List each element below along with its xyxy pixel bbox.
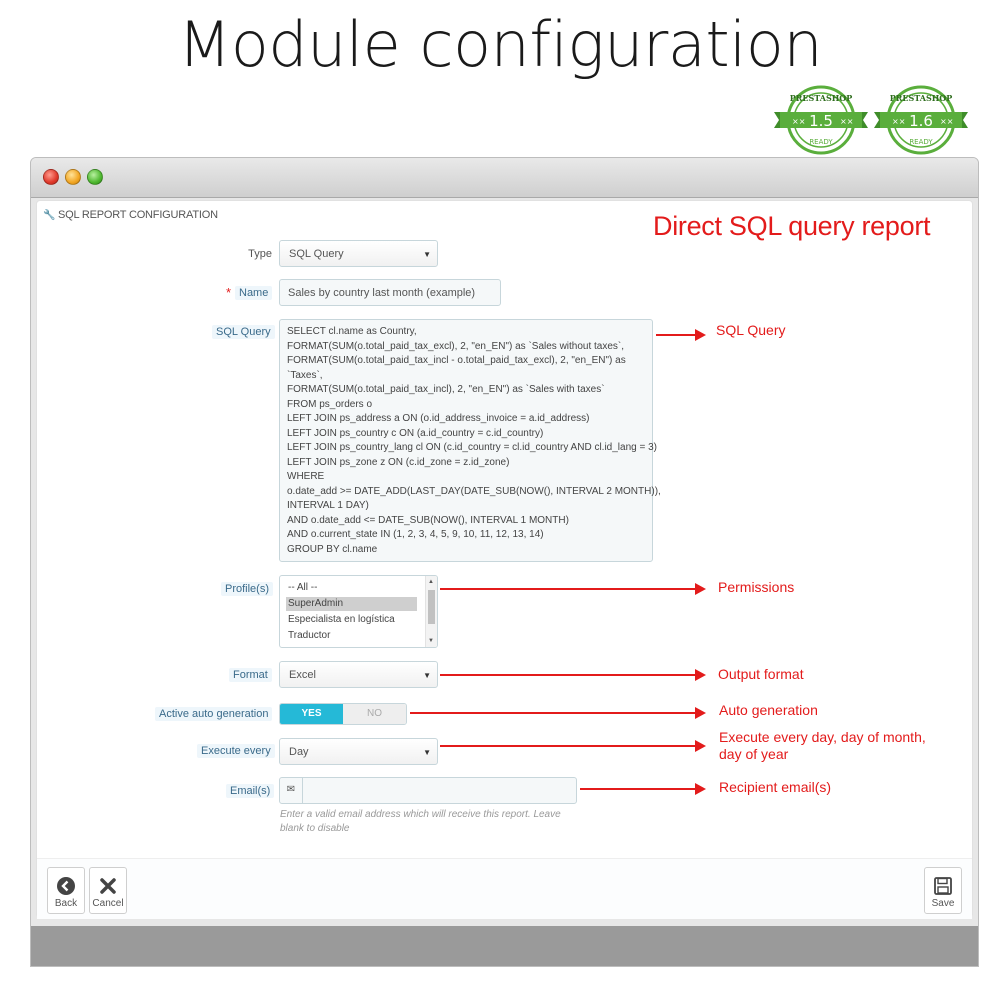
emails-input[interactable]: [302, 777, 577, 804]
execute-every-select[interactable]: Day ▼: [279, 738, 438, 765]
arrow-permissions: [440, 583, 706, 595]
annotation-output-format: Output format: [718, 666, 804, 682]
emails-help-text: Enter a valid email address which will r…: [280, 809, 561, 834]
annotation-execute-line1: Execute every day, day of month,: [719, 729, 926, 745]
save-button[interactable]: Save: [924, 867, 962, 914]
sql-line: `Taxes`,: [287, 369, 323, 381]
sql-query-textarea[interactable]: SELECT cl.name as Country, FORMAT(SUM(o.…: [279, 319, 661, 562]
back-button-label: Back: [54, 898, 78, 909]
switch-yes[interactable]: YES: [280, 704, 343, 724]
emails-label: Email(s): [226, 784, 275, 798]
arrow-recipients: [580, 783, 706, 795]
scroll-up-icon[interactable]: ▲: [428, 579, 434, 585]
back-button[interactable]: Back: [47, 867, 85, 914]
sql-line: o.date_add >= DATE_ADD(LAST_DAY(DATE_SUB…: [287, 485, 661, 497]
sql-line: LEFT JOIN ps_zone z ON (c.id_zone = z.id…: [287, 456, 510, 468]
window-titlebar: [31, 158, 978, 198]
format-label: Format: [229, 668, 272, 682]
svg-text:××: ××: [940, 117, 953, 126]
chevron-down-icon: ▼: [423, 671, 431, 680]
name-label: Name: [235, 286, 273, 300]
type-select[interactable]: SQL Query ▼: [279, 240, 438, 267]
profile-option[interactable]: -- All --: [288, 582, 318, 593]
switch-no[interactable]: NO: [343, 704, 406, 724]
arrow-auto-generation: [410, 707, 706, 719]
annotation-execute-every: Execute every day, day of month, day of …: [719, 729, 926, 763]
execute-every-value: Day: [289, 746, 309, 758]
scrollbar-thumb[interactable]: [428, 590, 435, 624]
window-bottom-bar: [31, 926, 978, 966]
close-window-button[interactable]: [43, 169, 59, 185]
sql-line: FORMAT(SUM(o.total_paid_tax_excl), 2, "e…: [287, 340, 625, 352]
chevron-down-icon: ▼: [423, 748, 431, 757]
badge-status: READY: [809, 138, 833, 146]
prestashop-15-ready-badge: PRESTASHOP 1.5 READY ×× ××: [774, 85, 868, 155]
profiles-multiselect[interactable]: -- All -- SuperAdmin Especialista en log…: [279, 575, 438, 648]
sql-line: INTERVAL 1 DAY): [287, 500, 369, 511]
type-select-value: SQL Query: [289, 248, 344, 260]
app-window: 🔧SQL REPORT CONFIGURATION: [30, 157, 979, 967]
required-mark: *: [226, 285, 232, 300]
sql-line: LEFT JOIN ps_country c ON (a.id_country …: [287, 427, 544, 439]
annotation-execute-line2: day of year: [719, 746, 789, 762]
sql-line: FORMAT(SUM(o.total_paid_tax_incl), 2, "e…: [287, 384, 605, 395]
name-input[interactable]: Sales by country last month (example): [279, 279, 501, 306]
badge-status: READY: [909, 138, 933, 146]
chevron-down-icon: ▼: [423, 250, 431, 259]
sql-line: AND o.current_state IN (1, 2, 3, 4, 5, 9…: [287, 529, 544, 540]
badge-version: 1.5: [809, 112, 833, 130]
headline: Module configuration: [177, 8, 823, 81]
profile-option[interactable]: Especialista en logística: [288, 614, 395, 625]
panel-footer: [37, 858, 972, 919]
sql-line: WHERE: [287, 471, 325, 482]
sql-line: LEFT JOIN ps_country_lang cl ON (c.id_co…: [287, 442, 657, 453]
arrow-execute-every: [440, 740, 706, 752]
type-label: Type: [248, 248, 272, 260]
profiles-label: Profile(s): [221, 582, 274, 596]
format-select-value: Excel: [289, 669, 316, 681]
profiles-scrollbar[interactable]: ▲ ▼: [425, 576, 437, 647]
panel-heading-text: SQL REPORT CONFIGURATION: [58, 209, 218, 221]
close-icon: [100, 878, 116, 894]
badge-brand: PRESTASHOP: [790, 93, 853, 103]
badge-version: 1.6: [909, 112, 933, 130]
floppy-disk-icon: [934, 877, 952, 895]
envelope-icon: ✉: [279, 777, 303, 804]
maximize-window-button[interactable]: [87, 169, 103, 185]
back-arrow-icon: [57, 877, 75, 895]
arrow-sql-query: [656, 329, 706, 341]
sql-line: GROUP BY cl.name: [287, 543, 378, 555]
wrench-icon: 🔧: [43, 210, 56, 221]
save-button-label: Save: [931, 898, 955, 909]
scroll-down-icon[interactable]: ▼: [428, 638, 434, 644]
name-input-value: Sales by country last month (example): [288, 287, 476, 299]
profile-option-selected[interactable]: SuperAdmin: [286, 597, 417, 611]
annotation-recipients: Recipient email(s): [719, 779, 832, 795]
sql-line: LEFT JOIN ps_address a ON (o.id_address_…: [287, 413, 590, 424]
svg-text:××: ××: [792, 117, 805, 126]
auto-generation-label: Active auto generation: [155, 707, 273, 721]
sql-line: AND o.date_add <= DATE_SUB(NOW(), INTERV…: [287, 514, 569, 526]
auto-generation-switch[interactable]: YES NO: [279, 703, 407, 725]
format-select[interactable]: Excel ▼: [279, 661, 438, 688]
panel-heading: 🔧SQL REPORT CONFIGURATION: [37, 201, 972, 231]
annotation-auto-generation: Auto generation: [719, 702, 818, 718]
profile-option[interactable]: Traductor: [288, 630, 331, 641]
svg-text:××: ××: [892, 117, 905, 126]
annotation-permissions: Permissions: [718, 579, 795, 595]
cancel-button-label: Cancel: [92, 898, 124, 909]
sql-line: FORMAT(SUM(o.total_paid_tax_incl - o.tot…: [287, 355, 626, 366]
sql-line: FROM ps_orders o: [287, 398, 373, 410]
arrow-output-format: [440, 669, 706, 681]
cancel-button[interactable]: Cancel: [89, 867, 127, 914]
sql-query-label: SQL Query: [212, 325, 275, 339]
execute-every-label: Execute every: [197, 744, 275, 758]
sql-line: SELECT cl.name as Country,: [287, 326, 417, 337]
annotation-title: Direct SQL query report: [653, 211, 931, 241]
prestashop-16-ready-badge: PRESTASHOP 1.6 READY ×× ××: [874, 85, 968, 155]
minimize-window-button[interactable]: [65, 169, 81, 185]
annotation-sql-query: SQL Query: [716, 322, 786, 338]
svg-text:××: ××: [840, 117, 853, 126]
badge-brand: PRESTASHOP: [890, 93, 953, 103]
